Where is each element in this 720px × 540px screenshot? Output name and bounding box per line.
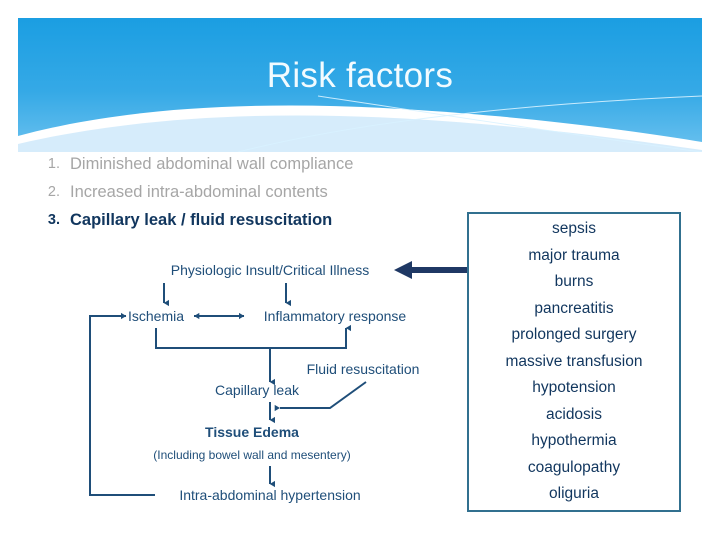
cause-item-3: burns xyxy=(554,273,594,291)
flow-node-fluid-resuscitation: Fluid resuscitation xyxy=(307,361,420,377)
risk-factor-number-3: 3. xyxy=(47,212,60,228)
flow-node-physiologic-insult: Physiologic Insult/Critical Illness xyxy=(171,262,369,278)
risk-factor-label-2: Increased intra-abdominal contents xyxy=(70,183,328,201)
flow-edge-inflammatory-join xyxy=(270,324,351,349)
cause-item-6: massive transfusion xyxy=(505,352,643,370)
flow-edge-iah-feedback-to-ischemia xyxy=(89,312,155,496)
risk-factor-number-2: 2. xyxy=(47,184,60,200)
risk-factor-item-2: 2. Increased intra-abdominal contents xyxy=(36,178,466,206)
cause-item-2: major trauma xyxy=(528,246,620,264)
flow-node-intra-abdominal-hypertension: Intra-abdominal hypertension xyxy=(179,487,360,503)
cause-item-9: hypothermia xyxy=(531,432,617,450)
causes-to-insult-arrow xyxy=(392,258,472,282)
causes-box: sepsis major trauma burns pancreatitis p… xyxy=(467,212,681,512)
cause-item-8: acidosis xyxy=(546,405,602,423)
cause-item-11: oliguria xyxy=(549,485,599,503)
risk-factor-number-1: 1. xyxy=(47,156,60,172)
flow-node-capillary-leak: Capillary leak xyxy=(215,382,300,398)
page-title: Risk factors xyxy=(266,56,454,95)
flow-node-inflammatory-response: Inflammatory response xyxy=(264,308,407,324)
cause-item-7: hypotension xyxy=(532,379,616,397)
cause-item-10: coagulopathy xyxy=(527,458,621,476)
flow-edge-fluid-to-capillary-leak xyxy=(274,381,367,412)
flow-node-ischemia: Ischemia xyxy=(128,308,184,324)
risk-factor-item-1: 1. Diminished abdominal wall compliance xyxy=(36,150,466,178)
cause-item-4: pancreatitis xyxy=(534,299,614,317)
pathophysiology-flowchart: Physiologic Insult/Critical Illness Isch… xyxy=(80,250,460,520)
flow-node-tissue-edema-note: (Including bowel wall and mesentery) xyxy=(153,448,350,462)
flow-node-tissue-edema: Tissue Edema xyxy=(205,424,299,440)
cause-item-1: sepsis xyxy=(552,220,596,238)
header-banner xyxy=(18,18,702,152)
flow-edge-ischemia-join xyxy=(155,328,270,349)
risk-factor-label-1: Diminished abdominal wall compliance xyxy=(70,155,354,173)
risk-factor-item-3: 3. Capillary leak / fluid resuscitation xyxy=(36,206,466,234)
cause-item-5: prolonged surgery xyxy=(511,326,637,344)
risk-factor-list: 1. Diminished abdominal wall compliance … xyxy=(36,150,466,234)
risk-factor-label-3: Capillary leak / fluid resuscitation xyxy=(70,211,333,229)
